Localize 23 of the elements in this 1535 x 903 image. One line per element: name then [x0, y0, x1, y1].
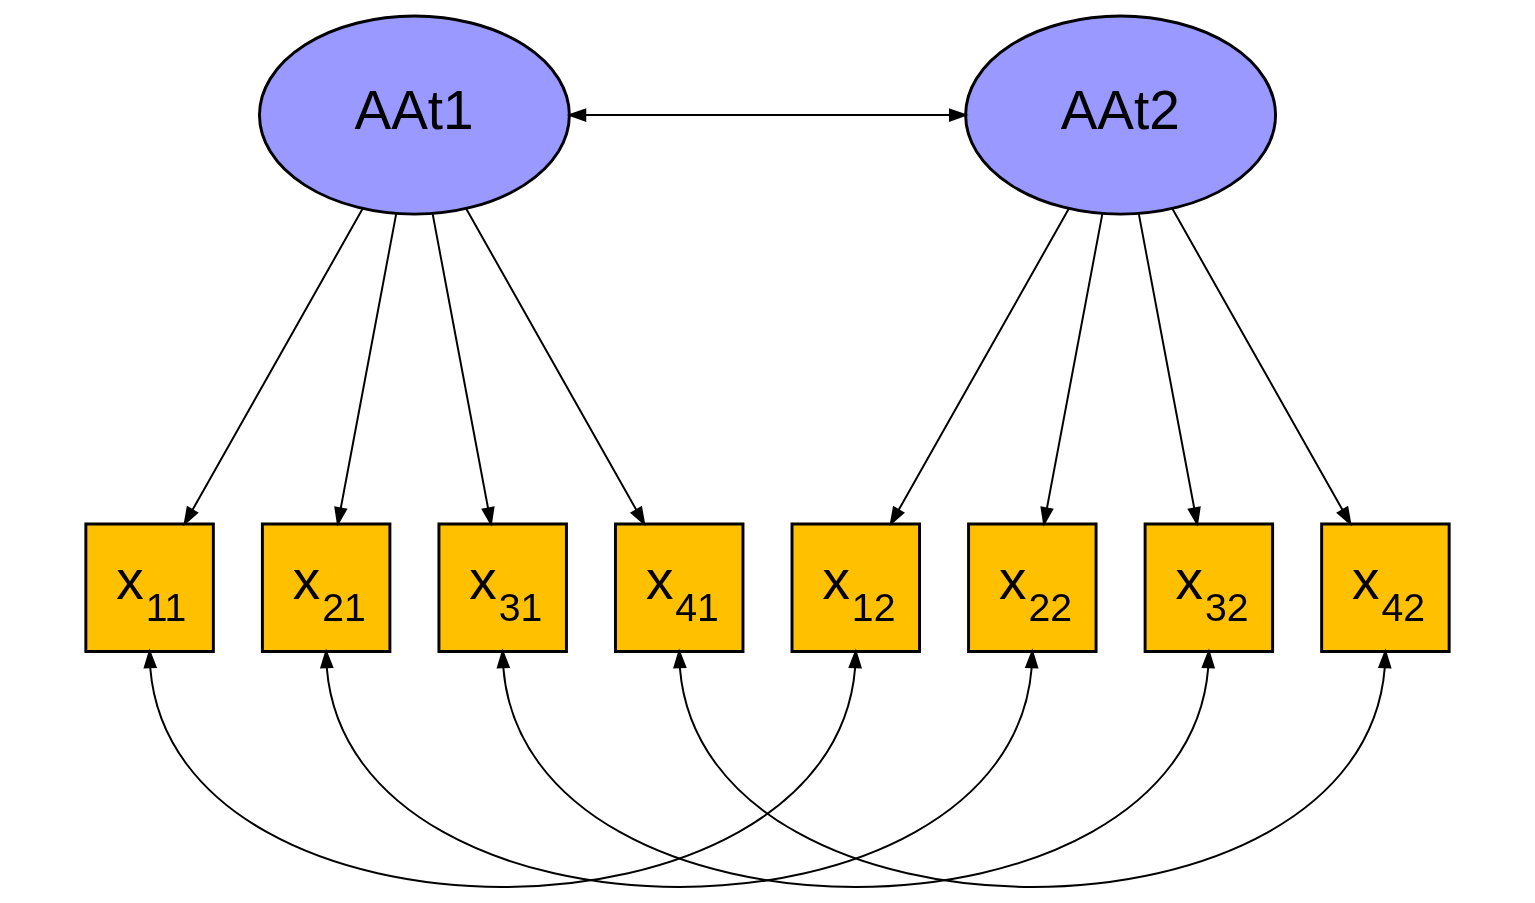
arrow [465, 207, 646, 527]
arrow [673, 648, 1392, 888]
node-box: x$_{31}$ [437, 522, 568, 654]
arrow [143, 648, 862, 888]
arrow [889, 207, 1070, 527]
arrow [496, 648, 1216, 888]
arrow [431, 212, 495, 527]
arrow [1171, 207, 1352, 527]
arrow [566, 108, 969, 122]
node-box: x$_{12}$ [790, 522, 921, 654]
arrow [334, 212, 398, 527]
arrow [1040, 212, 1104, 527]
node-box: x$_{22}$ [967, 522, 1098, 654]
node-box: x$_{42}$ [1320, 522, 1451, 654]
node-ellipse: AAt1 [257, 14, 571, 216]
node-box: x$_{32}$ [1143, 522, 1275, 654]
node-ellipse: AAt2 [964, 14, 1277, 216]
arrow [183, 207, 364, 527]
node-box: x$_{41}$ [614, 522, 745, 654]
node-box: x$_{11}$ [84, 522, 215, 654]
node-box: x$_{21}$ [260, 522, 392, 654]
arrow [1137, 212, 1201, 527]
arrow [319, 648, 1039, 888]
